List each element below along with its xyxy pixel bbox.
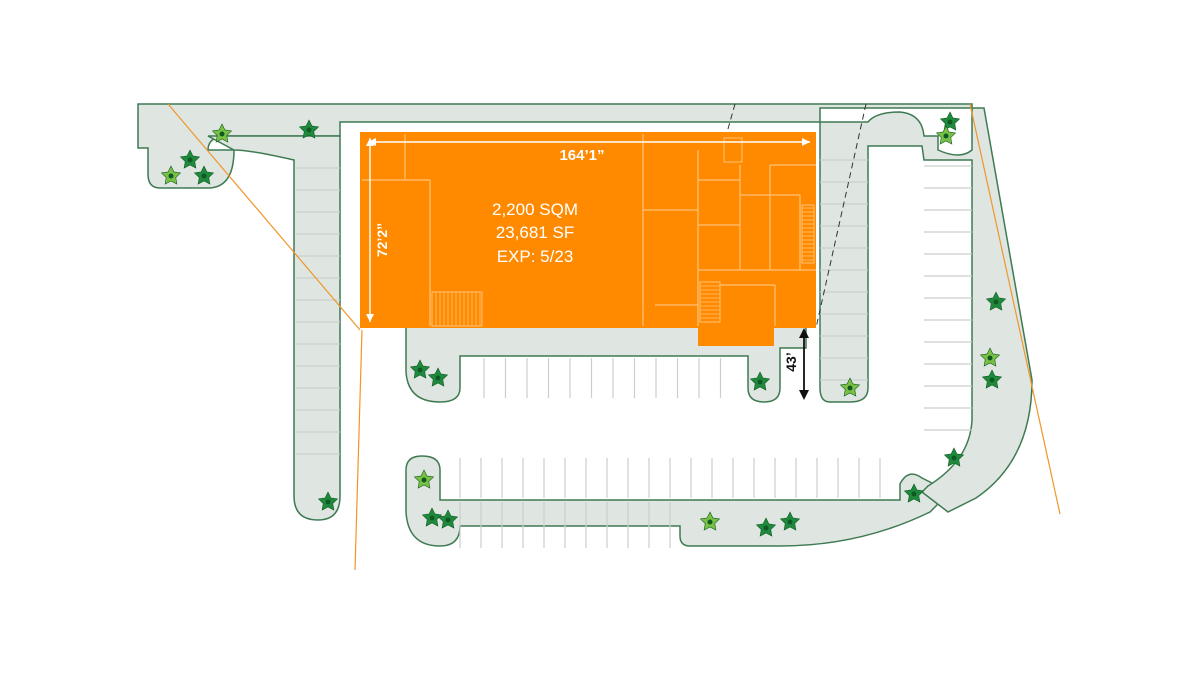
- interior-walls: [362, 134, 816, 326]
- tree-icon: [939, 111, 961, 131]
- tree-icon: [179, 149, 201, 169]
- tree-icon: [298, 119, 320, 139]
- dimension-width: 164’1”: [368, 138, 810, 164]
- tree-icon: [160, 165, 182, 185]
- tree-icon: [979, 347, 1001, 367]
- dimension-setback-label: 43’: [783, 352, 799, 371]
- tree-icon: [409, 359, 431, 379]
- tree-icon: [699, 511, 721, 531]
- unit-expiry: EXP: 5/23: [497, 247, 574, 266]
- tree-icon: [935, 125, 957, 145]
- tree-icon: [839, 377, 861, 397]
- tree-icon: [985, 291, 1007, 311]
- east-parking: [819, 107, 1033, 513]
- property-line-east: [969, 103, 1061, 515]
- tree-icon: [437, 509, 459, 529]
- tree-icon: [317, 491, 339, 511]
- dimension-setback: 43’: [783, 328, 809, 400]
- tree-icon: [193, 165, 215, 185]
- tree-icon: [421, 507, 443, 527]
- tree-icon: [427, 367, 449, 387]
- tree-icon: [779, 511, 801, 531]
- dimension-width-label: 164’1”: [559, 147, 604, 164]
- west-parking: [207, 135, 341, 521]
- landscape-trees: [160, 111, 1007, 537]
- tree-icon: [903, 483, 925, 503]
- building-footprint: 2,200 SQM 23,681 SF EXP: 5/23: [360, 132, 816, 346]
- property-line-west-south: [354, 329, 363, 571]
- building-annex: [698, 328, 774, 346]
- parking-stall-lines: [296, 159, 972, 548]
- dimension-depth-label: 72’2”: [374, 223, 390, 257]
- easement-lines: [725, 103, 867, 329]
- unit-area-sqm: 2,200 SQM: [492, 200, 578, 219]
- property-line-west: [167, 103, 361, 331]
- stair-west: [431, 291, 483, 327]
- tree-icon: [211, 123, 233, 143]
- property-lines: [167, 103, 1061, 571]
- central-parking: [405, 455, 952, 547]
- tree-icon: [981, 369, 1003, 389]
- tree-icon: [749, 371, 771, 391]
- tree-icon: [943, 447, 965, 467]
- dimension-depth: 72’2”: [366, 138, 390, 322]
- tree-icon: [413, 469, 435, 489]
- unit-area-sf: 23,681 SF: [496, 223, 574, 242]
- tree-icon: [755, 517, 777, 537]
